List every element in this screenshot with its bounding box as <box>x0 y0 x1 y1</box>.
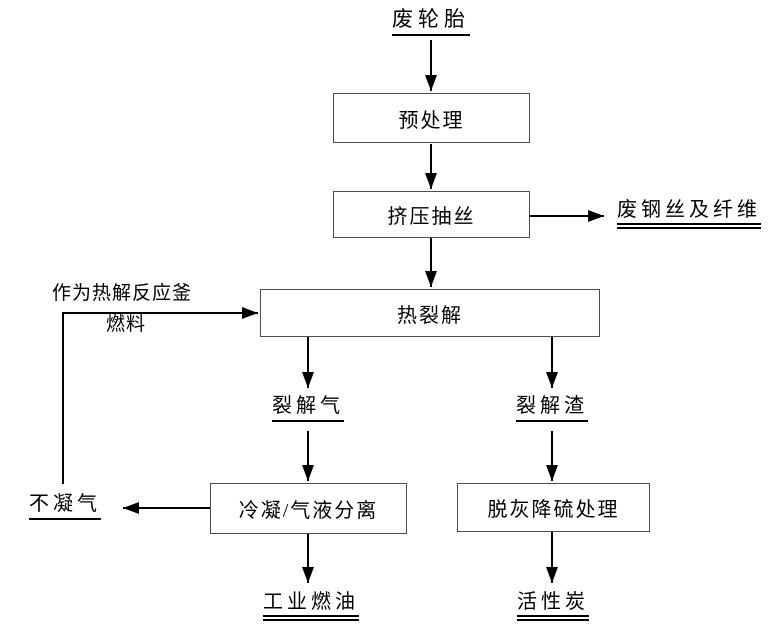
label-non-condensable-gas: 不凝气 <box>21 492 109 520</box>
edge-noncondensable-pyrolysis-recycle-arrow <box>62 307 258 484</box>
label-pyrolysis-residue-text: 裂解渣 <box>516 395 588 422</box>
node-deashing: 脱灰降硫处理 <box>457 483 650 532</box>
node-pretreatment: 预处理 <box>333 93 530 143</box>
node-condensation: 冷凝/气液分离 <box>210 483 407 534</box>
node-condensation-label: 冷凝/气液分离 <box>238 500 379 522</box>
node-pyrolysis-label: 热裂解 <box>397 304 463 327</box>
node-extrusion: 挤压抽丝 <box>333 191 530 238</box>
label-waste-tire: 废轮胎 <box>378 7 484 36</box>
node-deashing-label: 脱灰降硫处理 <box>487 499 620 521</box>
label-fuel-note-line2: 燃料 <box>105 314 146 335</box>
label-pyrolysis-residue: 裂解渣 <box>506 394 598 422</box>
label-non-condensable-gas-text: 不凝气 <box>29 493 101 520</box>
label-activated-carbon: 活性炭 <box>510 590 596 621</box>
node-pyrolysis: 热裂解 <box>260 289 600 337</box>
label-activated-carbon-text: 活性炭 <box>517 591 589 621</box>
label-pyrolysis-gas-text: 裂解气 <box>272 395 344 422</box>
label-industrial-fuel-oil-text: 工业燃油 <box>263 591 359 621</box>
label-waste-steel-fiber: 废钢丝及纤维 <box>610 198 768 229</box>
label-waste-tire-text: 废轮胎 <box>392 7 470 36</box>
node-extrusion-label: 挤压抽丝 <box>387 206 476 228</box>
label-waste-steel-fiber-text: 废钢丝及纤维 <box>617 199 761 229</box>
label-industrial-fuel-oil: 工业燃油 <box>258 590 364 621</box>
node-pretreatment-label: 预处理 <box>398 109 465 132</box>
label-pyrolysis-gas: 裂解气 <box>262 394 354 422</box>
label-fuel-note-line1: 作为热解反应釜 <box>52 283 193 304</box>
